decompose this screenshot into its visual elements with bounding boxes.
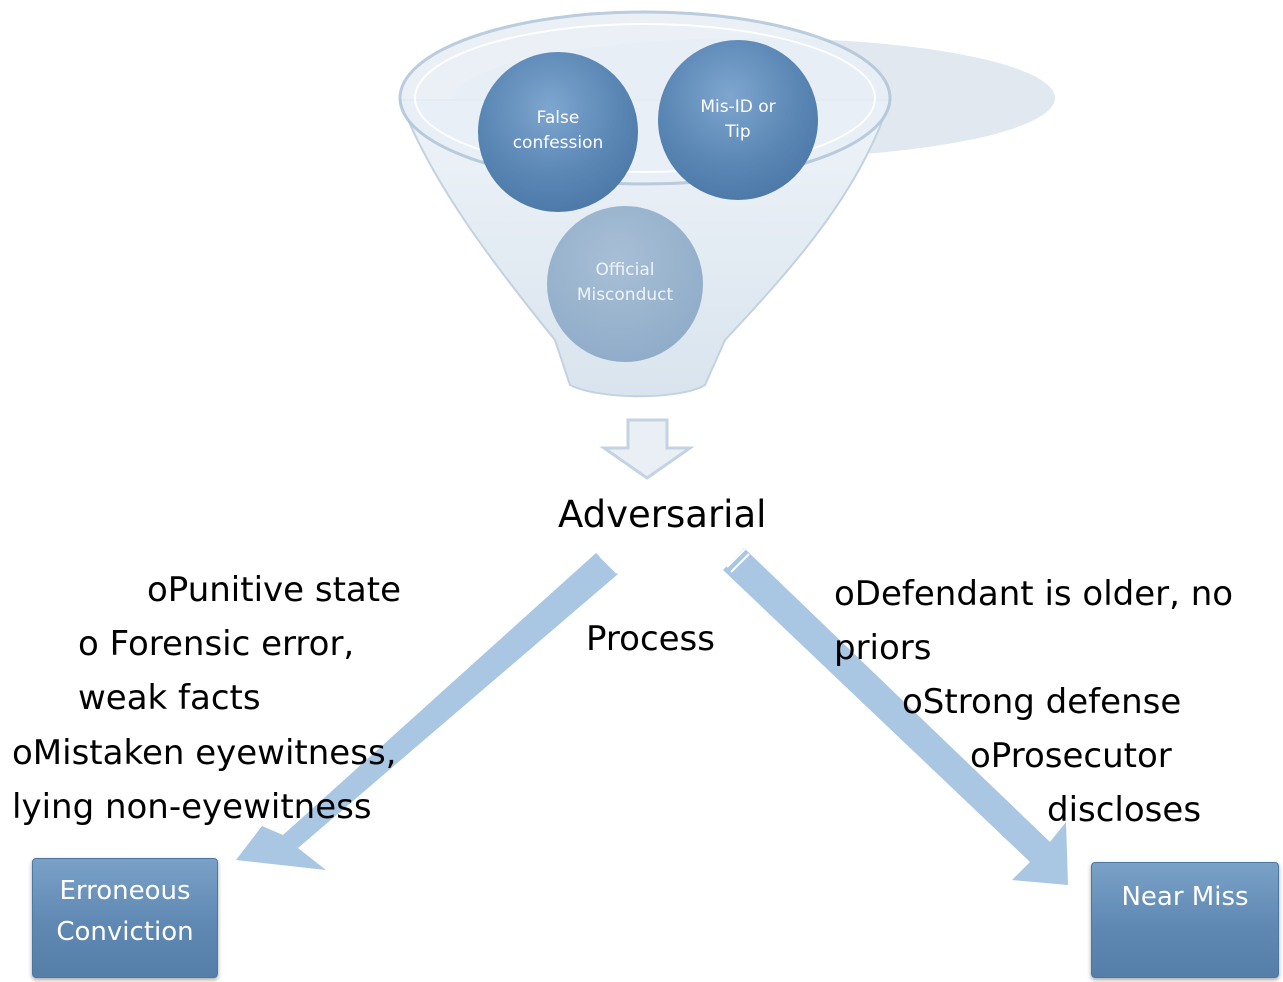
down-arrow-icon (599, 418, 695, 480)
right-factor-line: priors (834, 628, 932, 668)
false-confession-circle (478, 52, 638, 212)
near-miss-box: Near Miss (1091, 862, 1279, 978)
right-factor-line: οDefendant is older, no (834, 574, 1234, 614)
official-misconduct-circle (547, 206, 703, 362)
center-title: Adversarial (558, 493, 767, 536)
left-diagonal-arrow (236, 551, 622, 870)
right-factor-line: οProsecutor (970, 736, 1172, 776)
left-factor-line: οMistaken eyewitness, (12, 733, 397, 773)
mis-id-label: Mis-ID or Tip (700, 97, 776, 142)
center-subtitle: Process (586, 619, 715, 659)
erroneous-conviction-label: Erroneous Conviction (56, 876, 194, 947)
right-factor-line: discloses (1047, 790, 1202, 830)
official-misconduct-label: Official Misconduct (576, 260, 674, 305)
left-factor-line: weak facts (78, 678, 261, 718)
left-factor-line: οPunitive state (147, 570, 402, 610)
false-confession-label: False confession (512, 108, 604, 153)
right-diagonal-arrow (723, 548, 1068, 885)
near-miss-label: Near Miss (1121, 882, 1249, 912)
erroneous-conviction-box: Erroneous Conviction (32, 858, 218, 978)
left-factor-line: ο Forensic error, (78, 624, 355, 664)
mis-id-circle (658, 40, 818, 200)
left-factor-line: lying non-eyewitness (12, 787, 372, 827)
right-factor-line: οStrong defense (902, 682, 1182, 722)
